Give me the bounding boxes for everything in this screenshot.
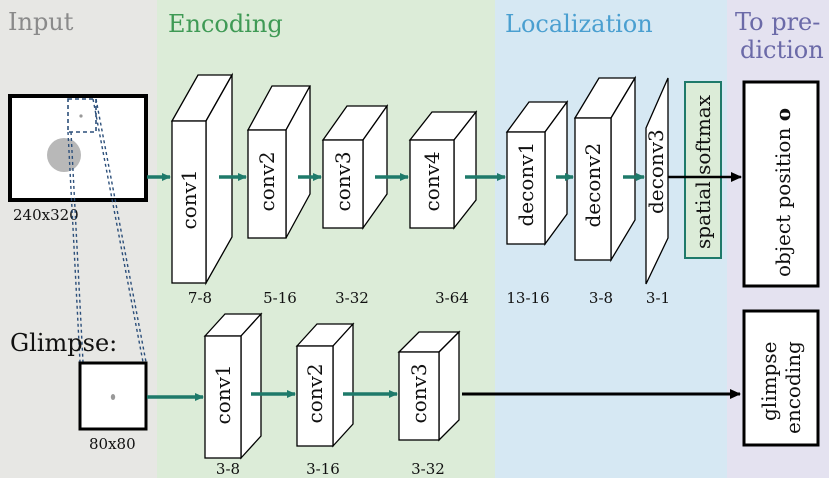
teal-arrows [147, 173, 645, 401]
main-block-front-face [171, 120, 207, 284]
main-layer-params: 3-64 [435, 289, 469, 307]
prediction-section-title-line1: To pre- [735, 8, 820, 36]
main-layer-label: conv1 [177, 169, 201, 229]
main-layer-params: 5-16 [263, 289, 297, 307]
spatial-softmax-label: spatial softmax [691, 94, 715, 249]
localization-section-title: Localization [505, 10, 653, 38]
glimpse-layer-label: conv3 [407, 363, 431, 423]
glimpse-crop-box [67, 98, 97, 133]
object-position-label: object position o [771, 108, 795, 277]
object-position-box [742, 80, 820, 288]
main-block-2: conv2 5-16 [246, 85, 312, 307]
main-block-slab [645, 77, 669, 285]
main-block-6: deconv2 3-8 [573, 75, 637, 307]
main-layer-params: 3-8 [589, 289, 613, 307]
main-layer-params: 3-32 [335, 289, 369, 307]
input-size-label: 240x320 [13, 206, 79, 224]
glimpse-block-side-face [332, 322, 354, 448]
prediction-section-title-line2: diction [740, 36, 824, 64]
glimpse-block-front-face [204, 335, 242, 459]
zoom-line-left [67, 131, 81, 363]
glimpse-encoding-label-line2: encoding [781, 341, 805, 434]
main-layer-label: conv3 [331, 151, 355, 211]
main-block-7: deconv3 3-1 [644, 77, 670, 307]
main-layer-label: deconv2 [581, 143, 605, 228]
input-section-title: Input [8, 8, 74, 36]
glimpse-layer-label: conv2 [303, 363, 327, 423]
glimpse-block-side-face [240, 312, 262, 460]
small-blob [79, 114, 83, 118]
zoom-line-right-2 [92, 98, 144, 363]
main-block-front-face [409, 139, 455, 229]
main-layer-label: deconv3 [644, 129, 668, 214]
glimpse-layer-params: 3-16 [306, 460, 340, 478]
glimpse-size-label: 80x80 [89, 435, 136, 453]
zoom-line-right [95, 98, 147, 363]
glimpse-layer-label: conv1 [211, 364, 235, 424]
zoom-line-left-2 [70, 131, 84, 363]
spatial-softmax-box [684, 81, 722, 259]
main-layer-params: 7-8 [188, 289, 212, 307]
main-block-front-face [506, 131, 546, 245]
main-block-front-face [247, 129, 287, 239]
main-block-5: deconv1 13-16 [505, 100, 569, 307]
glimpse-block-front-face [398, 351, 440, 441]
glimpse-block-side-face [438, 330, 460, 442]
glimpse-block-2: conv2 3-16 [295, 322, 355, 478]
main-block-4: conv4 3-64 [408, 110, 478, 307]
glimpse-block-1: conv1 3-8 [203, 312, 263, 478]
glimpse-layer-params: 3-8 [216, 460, 240, 478]
glimpse-title: Glimpse: [10, 329, 117, 357]
object-blob [47, 138, 81, 172]
encoding-section-title: Encoding [168, 10, 283, 38]
glimpse-image [78, 361, 148, 431]
main-layer-params: 13-16 [506, 289, 549, 307]
glimpse-path-layers: conv1 3-8 conv2 3-16 conv3 3-32 [203, 312, 461, 478]
glimpse-blob [110, 394, 116, 400]
glimpse-encoding-label-line1: glimpse [757, 342, 781, 421]
main-layer-label: conv4 [420, 151, 444, 211]
main-layer-label: deconv1 [514, 142, 538, 227]
main-layer-label: conv2 [255, 151, 279, 211]
main-layer-params: 3-1 [646, 289, 670, 307]
glimpse-encoding-box [742, 309, 820, 447]
main-block-front-face [322, 139, 364, 229]
glimpse-block-front-face [296, 345, 334, 447]
main-path-layers: conv1 7-8 conv2 5-16 conv3 3-32 conv4 3-64 decon… [170, 72, 670, 307]
main-block-front-face [574, 117, 612, 261]
main-block-1: conv1 7-8 [170, 72, 234, 307]
object-position-text: object position [771, 128, 795, 277]
object-position-symbol: o [771, 108, 795, 121]
main-block-3: conv3 3-32 [321, 103, 389, 307]
glimpse-layer-params: 3-32 [411, 460, 445, 478]
glimpse-block-3: conv3 3-32 [397, 330, 461, 478]
